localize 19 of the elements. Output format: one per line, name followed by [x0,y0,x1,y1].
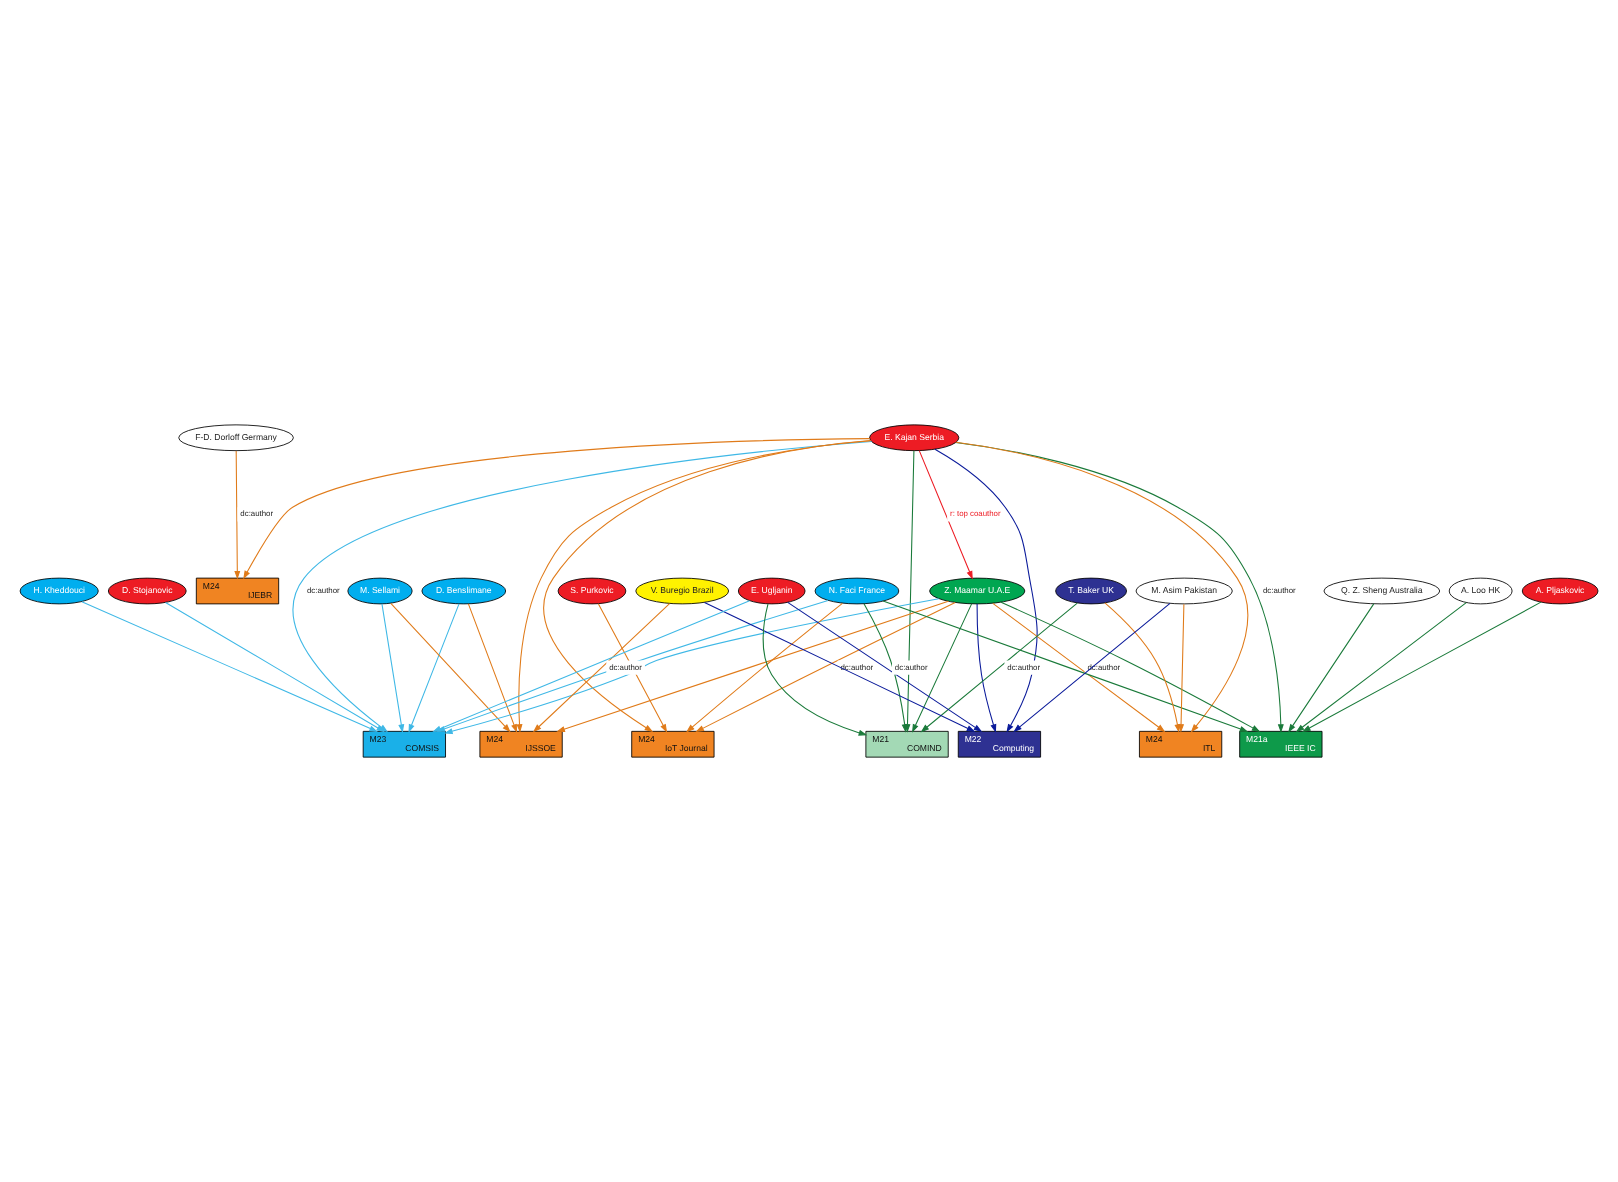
arrow [1295,602,1467,733]
arrow [976,603,997,733]
arrow [685,602,843,733]
arrow [920,602,1078,733]
arrow [81,601,378,732]
arrow [467,603,518,733]
arrow [234,450,241,580]
arrow [912,603,973,733]
arrow [1178,603,1185,733]
arrow [1288,603,1375,733]
arrow [934,448,1038,733]
arrow [863,603,908,733]
arrow [1302,601,1542,733]
arrow [762,603,868,736]
arrow [381,603,405,733]
arrow [243,438,871,580]
arrow [532,603,671,733]
arrow [918,450,973,580]
arrow [597,603,668,733]
